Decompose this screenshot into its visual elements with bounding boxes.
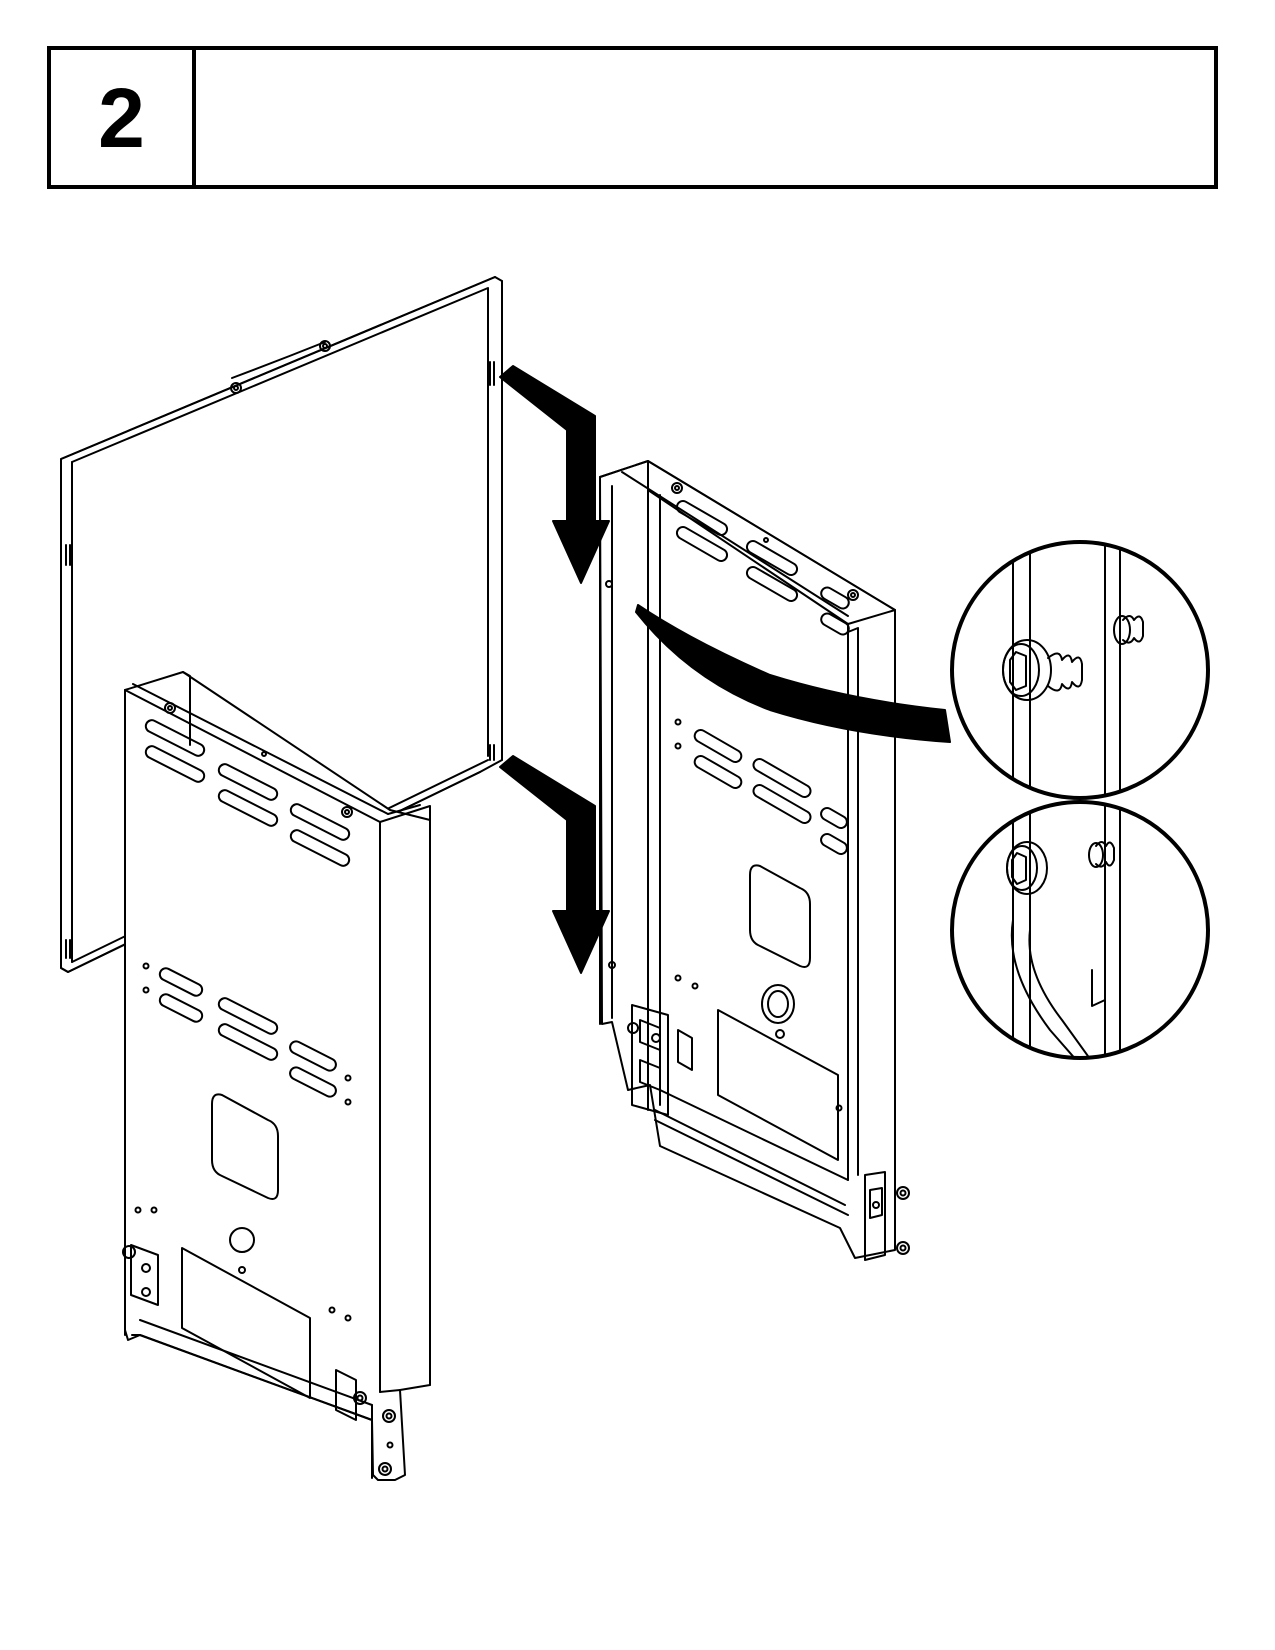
left-side-panel [122, 671, 431, 1481]
arrow-down-icon [499, 365, 610, 584]
callout-pointer [635, 604, 951, 743]
screw-detail [950, 540, 1210, 800]
screw-seated-detail [950, 800, 1210, 1060]
arrow-down-icon [499, 755, 610, 974]
step-header: 2 [47, 46, 1218, 189]
right-side-panel [599, 460, 910, 1261]
step-number: 2 [51, 50, 196, 185]
